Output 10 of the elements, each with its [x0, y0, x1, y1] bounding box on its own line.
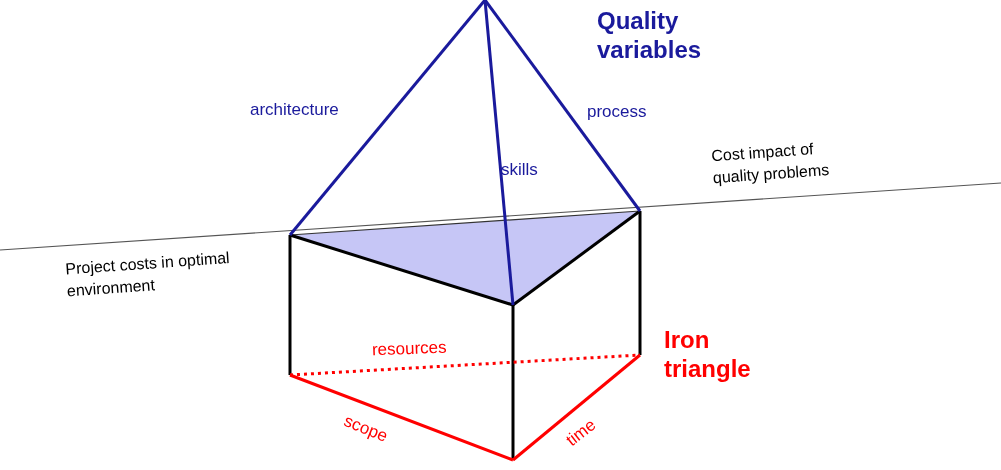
heading-label: Iron triangle: [664, 325, 752, 383]
note-label: Project costs in optimal environment: [64, 248, 232, 302]
variable-label: architecture: [250, 99, 339, 121]
note-label: Cost impact of quality problems: [710, 139, 831, 189]
variable-label: time: [561, 414, 601, 452]
variable-label: resources: [371, 336, 448, 362]
variable-label: scope: [340, 410, 392, 448]
variable-label: skills: [501, 159, 538, 181]
heading-label: Quality variables: [597, 6, 703, 64]
variable-label: process: [587, 101, 647, 123]
